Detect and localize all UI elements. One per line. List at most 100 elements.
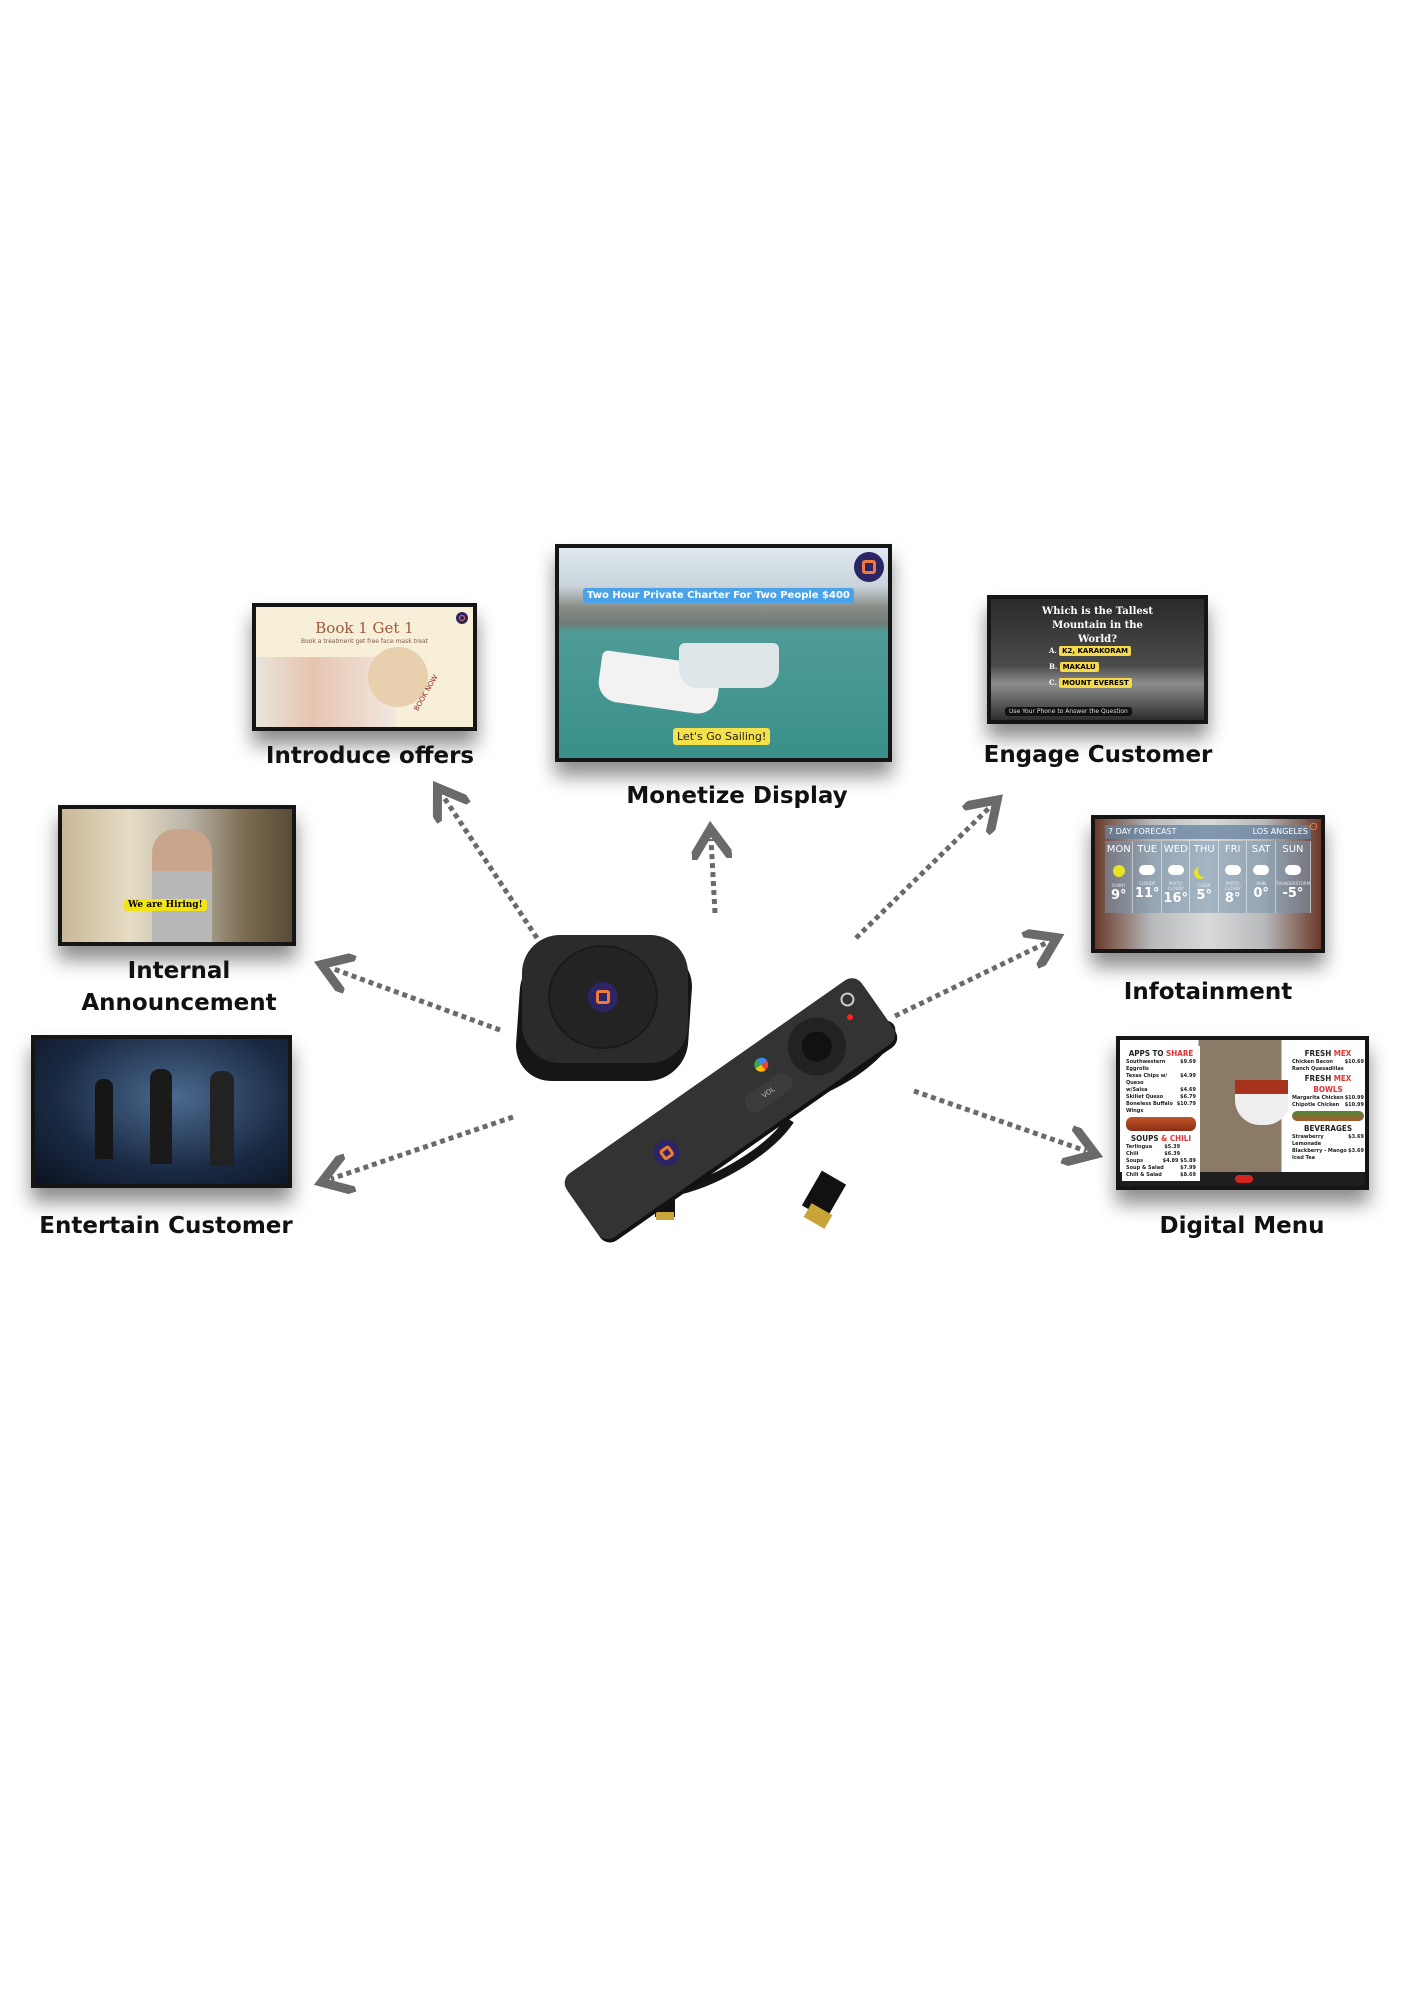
brand-logo-icon [456,612,468,624]
wings-photo [1126,1117,1196,1131]
menu-item: Chipotle Chicken $10.99 [1292,1102,1364,1109]
menu-item-name: Soup & Salad [1126,1165,1164,1171]
offer-title: Book 1 Get 1 [315,619,414,637]
menu-item: Blackberry - Mango Iced Tea$3.69 [1292,1148,1364,1162]
power-icon[interactable] [837,989,858,1010]
quiz-option[interactable]: A. K2, KARAKORAM [1049,643,1132,659]
quiz-option[interactable]: C. MOUNT EVEREST [1049,675,1132,691]
menu-item-price: $7.99 [1180,1165,1196,1171]
led-indicator [845,1013,855,1022]
moon-icon [1198,865,1210,877]
day-temp: 5° [1196,888,1212,903]
forecast-title: 7 DAY FORECAST [1108,827,1177,836]
menu-item-name: Southwestern Eggrolls [1126,1059,1166,1072]
quiz-question: Which is the Tallest Mountain in the Wor… [1042,606,1153,645]
day-temp: 0° [1253,886,1269,901]
menu-item-name: Skillet Queso [1126,1094,1164,1100]
brand-logo-icon [1309,822,1318,831]
assistant-icon[interactable] [751,1054,772,1075]
digital-menu-label: Digital Menu [1159,1213,1325,1239]
brand-logo-icon [854,552,884,582]
menu-item-price: $10.69 [1344,1059,1364,1065]
engage-customer-label: Engage Customer [983,742,1213,768]
cloud-icon [1167,865,1184,875]
sun-icon [1112,865,1125,877]
menu-item-name: w/Salsa [1126,1087,1148,1093]
day-condition: PARTLY CLOUDY [1167,881,1184,891]
day-temp: 8° [1224,891,1241,906]
arrow-to-entertain [331,1114,514,1179]
menu-item-name: Texas Chips w/ Queso [1126,1073,1168,1086]
cloud-icon [1224,865,1241,875]
arrow-to-menu [913,1088,1086,1151]
day-condition: RAIN [1256,881,1266,886]
menu-item: w/Salsa$4.69 [1126,1087,1196,1094]
menu-item-price: $6.79 [1180,1094,1196,1100]
menu-item: Chili & Salad$8.69 [1126,1172,1196,1179]
infotainment-label: Infotainment [1123,979,1293,1005]
cloud-icon [1284,865,1301,875]
menu-item: Soup & Salad $7.99 [1126,1165,1196,1172]
menu-item-price: $9.69 [1180,1059,1196,1065]
day-condition: PARTLY CLOUDY [1224,881,1241,891]
menu-item-price: $3.69 [1348,1134,1364,1140]
arrow-to-internal [331,968,501,1033]
offer-banner: Two Hour Private Charter For Two People … [583,588,854,603]
day-temp: -5° [1282,886,1304,901]
monetize-display-screen: Two Hour Private Charter For Two People … [555,544,892,762]
menu-column-left: APPS TO SHARE Southwestern Eggrolls$9.69… [1122,1046,1200,1181]
quiz-footer: Use Your Phone to Answer the Question [1005,707,1132,716]
entertain-customer-screen [31,1035,292,1188]
day-condition: SUNNY [1111,883,1126,888]
person-photo [152,829,212,942]
menu-item: Texas Chips w/ Queso$4.99 [1126,1073,1196,1087]
brand-logo-icon [648,1134,685,1171]
menu-item-price: $10.99 [1344,1102,1364,1108]
arrow-to-monetize [711,839,715,914]
day-condition: CLOUDY [1139,881,1156,886]
menu-item-price: $4.89 $5.89 [1162,1158,1196,1164]
menu-item-name: Chili & Salad [1126,1172,1162,1178]
menu-item-name: Boneless Buffalo Wings [1126,1101,1173,1114]
day-temp: 9° [1110,888,1127,903]
day-name: SAT [1251,844,1271,855]
day-name: MON [1106,844,1131,855]
menu-column-right: FRESH MEX Chicken Bacon Ranch Quesadilla… [1288,1046,1365,1164]
media-player-box [513,931,695,1081]
menu-item: Chicken Bacon Ranch Quesadillas$10.69 [1292,1059,1364,1073]
brand-logo-icon [588,982,618,1012]
offer-subtitle: Book a treatment get free face mask trea… [300,638,429,645]
day-name: WED [1163,844,1188,855]
day-name: SUN [1282,844,1304,855]
internal-announcement-label: Internal Announcement [81,955,276,1019]
bowl-photo [1292,1111,1364,1121]
musician-image [210,1071,234,1166]
musician-image [95,1079,113,1159]
day-condition: THUNDERSTORM [1275,881,1311,886]
volume-rocker[interactable]: VOL [740,1068,797,1117]
day-temp: 16° [1163,891,1188,906]
quiz-options: A. K2, KARAKORAM B. MAKALU C. MOUNT EVER… [1049,643,1132,691]
quiz-option[interactable]: B. MAKALU [1049,659,1132,675]
internal-announcement-screen: We are Hiring! [58,805,296,946]
menu-item-name: Chipotle Chicken [1292,1102,1340,1108]
spa-circle-photo [368,647,428,707]
menu-item-name: Blackberry - Mango Iced Tea [1292,1148,1347,1161]
forecast-city: LOS ANGELES [1252,827,1308,836]
cloud-icon [1139,865,1156,875]
menu-item: Skillet Queso $6.79 [1126,1094,1196,1101]
menu-item: Southwestern Eggrolls $9.69 [1126,1059,1196,1073]
chili-pepper-icon [1235,1175,1253,1183]
menu-item-name: Terlingua Chili [1126,1144,1153,1157]
musician-image [150,1069,172,1164]
menu-item: Margarita Chicken$10.99 [1292,1095,1364,1102]
arrow-to-engage [854,807,990,940]
day-name: TUE [1137,844,1158,855]
